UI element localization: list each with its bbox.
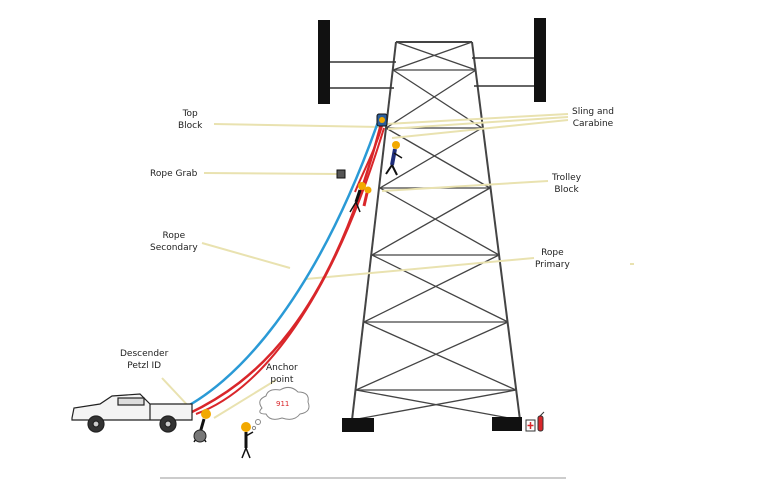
worker-icon [193, 409, 211, 443]
label-rope-primary: Rope Primary [535, 248, 570, 270]
label-trolley-block: Trolley Block [552, 173, 582, 195]
transmission-tower [351, 41, 521, 421]
footing-left [342, 418, 374, 432]
leader-rope-primary [305, 257, 535, 280]
thought-bubble-icon [251, 386, 310, 431]
top-block [376, 113, 388, 127]
leader-sling-1 [385, 113, 569, 125]
crossarms [318, 18, 546, 104]
label-anchor-point: Anchor point [266, 363, 298, 385]
crossarm-insulator-right [534, 18, 546, 102]
tower-lattice [351, 41, 521, 421]
leader-sling-2 [387, 116, 569, 130]
rescuer-worker-on-tower [385, 141, 403, 176]
tower-leg-right [471, 41, 521, 421]
crossarm-insulator-left [318, 20, 330, 104]
label-descender: Descender Petzl ID [120, 349, 169, 371]
label-rope-grab: Rope Grab [150, 169, 198, 179]
leader-rope-secondary [201, 242, 291, 269]
leader-lines [161, 113, 634, 419]
casualty-worker [349, 182, 372, 213]
leader-rope-grab [203, 172, 341, 175]
first-aid-kit-icon [525, 419, 536, 432]
leader-sling-3 [391, 119, 569, 139]
label-rope-secondary: Rope Secondary [150, 231, 198, 253]
truck-icon [71, 393, 193, 433]
label-sling-carabine: Sling and Carabine [572, 107, 614, 129]
fire-extinguisher-icon [537, 411, 545, 432]
tower-leg-left [351, 41, 397, 421]
rope-secondary [175, 121, 380, 414]
label-top-block: Top Block [178, 109, 203, 131]
leader-top-block [213, 123, 381, 128]
phone-bubble-text: 911 [276, 400, 290, 408]
ground-worker-phone [241, 422, 254, 459]
leader-trolley [381, 180, 549, 192]
rope-primary-return [195, 127, 385, 415]
rope-to-climber [354, 125, 383, 193]
leader-anchor [213, 379, 277, 419]
rope-grab [336, 169, 346, 179]
footing-right [492, 417, 522, 431]
